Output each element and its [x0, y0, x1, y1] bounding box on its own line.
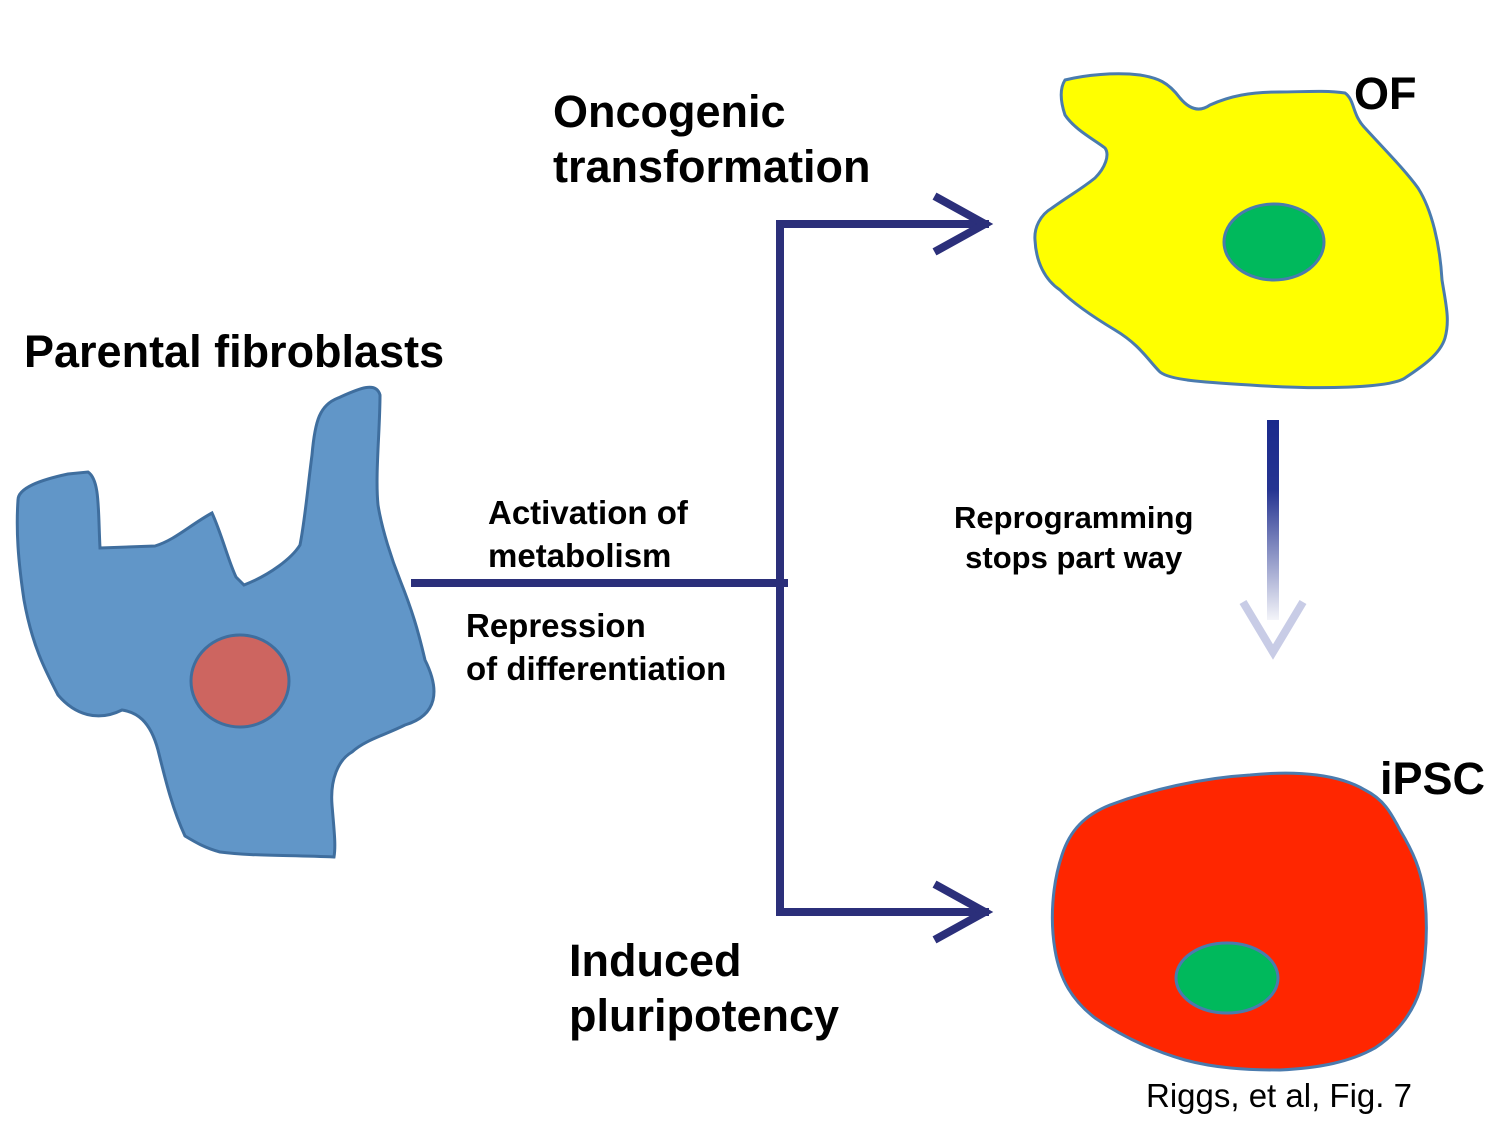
figure-credit: Riggs, et al, Fig. 7 [1146, 1077, 1412, 1114]
arrowhead-to-of [932, 192, 994, 256]
repression-line-2: of differentiation [466, 650, 727, 687]
reprogramming-arrowhead [1239, 599, 1307, 660]
reprogramming-arrow-shaft [1267, 420, 1279, 620]
parental-nucleus [189, 633, 291, 729]
branch-connector [411, 192, 994, 944]
ipsc-nucleus [1174, 941, 1280, 1015]
parental-fibroblasts-label: Parental fibroblasts [24, 326, 445, 377]
reprogramming-line-2: stops part way [965, 540, 1183, 575]
ipsc-label: iPSC [1380, 753, 1486, 804]
activation-of-metabolism-label: Activation of metabolism [488, 491, 688, 577]
oncogenic-transformation-label: Oncogenic transformation [553, 84, 871, 194]
repression-line-1: Repression [466, 607, 646, 644]
of-label: OF [1354, 68, 1417, 119]
parental-fibroblast-cell [15, 385, 436, 859]
reprogramming-arrow [1239, 420, 1307, 660]
activation-line-2: metabolism [488, 537, 672, 574]
oncogenic-line-2: transformation [553, 141, 871, 192]
induced-pluripotency-label: Induced pluripotency [569, 933, 839, 1043]
induced-line-2: pluripotency [569, 990, 840, 1041]
activation-line-1: Activation of [488, 494, 688, 531]
induced-line-1: Induced [569, 935, 742, 986]
repression-of-differentiation-label: Repression of differentiation [466, 604, 726, 690]
of-nucleus [1222, 202, 1326, 282]
ipsc-cell [1050, 771, 1428, 1072]
reprogramming-line-1: Reprogramming [954, 500, 1194, 535]
arrowhead-to-ipsc [932, 880, 994, 944]
oncogenic-line-1: Oncogenic [553, 86, 786, 137]
reprogramming-stops-label: Reprogramming stops part way [954, 498, 1193, 578]
